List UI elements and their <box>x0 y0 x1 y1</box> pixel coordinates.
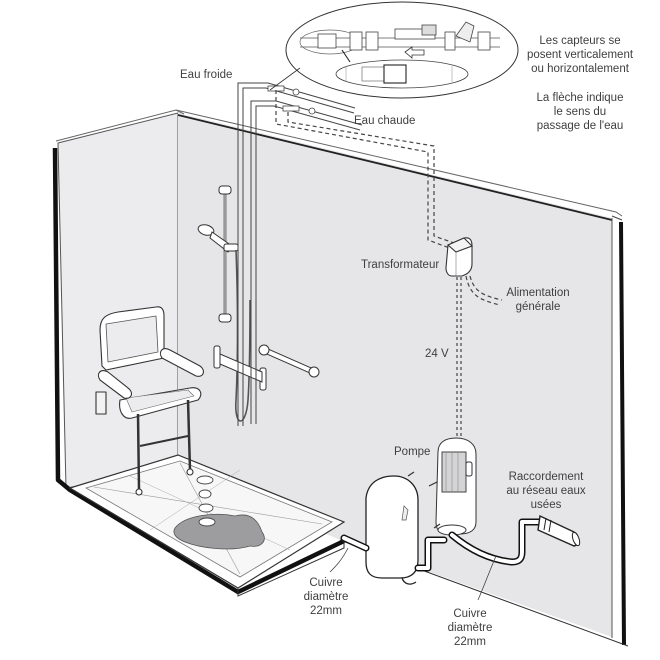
arrow-note-line-3: passage de l'eau <box>536 120 624 132</box>
label-pump: Pompe <box>394 446 431 458</box>
drain-pipe <box>340 518 544 572</box>
drain-pad <box>173 514 265 550</box>
label-copper-right: Cuivre diamètre 22mm <box>440 607 500 649</box>
arrow-note-line-2: le sens du <box>553 106 607 118</box>
hot-water-pipe <box>250 100 363 424</box>
cable-24v <box>456 277 462 448</box>
power-supply-line-2: générale <box>515 301 561 313</box>
label-cold-water: Eau froide <box>180 69 233 81</box>
drain-connection-line-1: Raccordement <box>508 471 584 483</box>
label-transformer: Transformateur <box>361 259 440 271</box>
pump <box>435 437 477 536</box>
drain-fittings <box>196 475 216 527</box>
copper-right-line-1: Cuivre <box>453 608 487 620</box>
copper-left-line-1: Cuivre <box>309 577 343 589</box>
label-sensor-note: Les capteurs se posent verticalement ou … <box>512 34 648 76</box>
label-copper-left: Cuivre diamètre 22mm <box>296 576 356 618</box>
sensor-note-line-2: posent verticalement <box>526 49 634 61</box>
cold-water-pipe <box>237 82 356 426</box>
leader-lines <box>329 547 497 601</box>
pump-cover <box>365 475 419 585</box>
sensor-detail-inset <box>269 1 519 99</box>
flow-direction-arrow <box>404 46 425 59</box>
arrow-note-line-1: La flèche indique <box>536 92 624 104</box>
shower-rail <box>218 185 232 323</box>
power-supply-cable <box>465 275 503 306</box>
transformer <box>445 237 473 277</box>
folding-shower-seat <box>95 306 205 496</box>
sensor-note-line-3: ou horizontalement <box>531 63 629 75</box>
label-voltage: 24 V <box>425 348 449 360</box>
drain-connection-line-3: usées <box>530 499 562 511</box>
copper-left-line-2: diamètre <box>303 591 349 603</box>
label-arrow-note: La flèche indique le sens du passage de … <box>512 91 648 133</box>
label-drain-connection: Raccordement au réseau eaux usées <box>496 470 596 512</box>
power-supply-line-1: Alimentation <box>506 287 570 299</box>
waste-connection <box>537 514 581 547</box>
sensor-note-line-1: Les capteurs se <box>539 35 621 47</box>
hand-shower <box>197 224 239 253</box>
screws <box>407 471 441 529</box>
sensor-cable <box>275 90 458 251</box>
label-power-supply: Alimentation générale <box>496 286 580 314</box>
copper-right-line-2: diamètre <box>447 622 493 634</box>
left-wall-outer-edge <box>52 147 345 595</box>
drain-connection-line-2: au réseau eaux <box>506 485 586 497</box>
shower-hose <box>235 249 251 422</box>
right-wall-outer-edge <box>619 221 626 646</box>
copper-right-line-3: 22mm <box>454 636 486 648</box>
label-hot-water: Eau chaude <box>354 115 416 127</box>
copper-left-line-3: 22mm <box>310 605 342 617</box>
